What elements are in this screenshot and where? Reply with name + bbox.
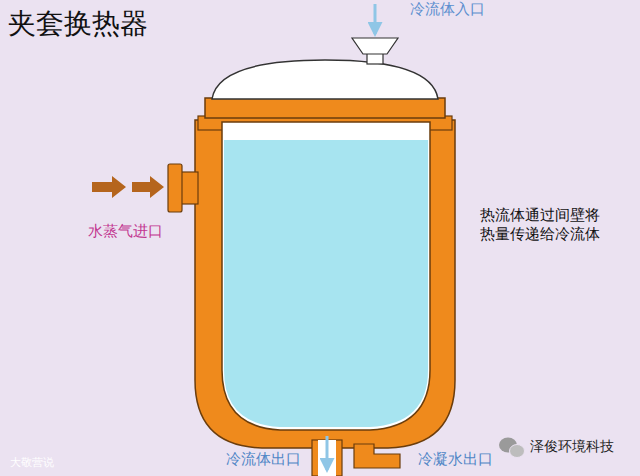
inlet-label: 冷流体入口 — [410, 0, 485, 19]
inner-vessel — [222, 122, 430, 430]
title: 夹套换热器 — [8, 6, 148, 41]
wechat-icon — [510, 445, 525, 458]
lid — [212, 60, 438, 99]
condensate-outlet — [354, 444, 400, 468]
watermark: 泽俊环境科技 — [530, 438, 614, 456]
outlet-arrow — [326, 436, 329, 470]
steam-nozzle — [180, 172, 198, 204]
liquid — [224, 140, 428, 427]
outlet-label: 冷流体出口 — [226, 450, 301, 469]
steam-arrow — [132, 176, 164, 198]
jacket — [195, 120, 455, 448]
steam-nozzle-flange — [168, 164, 182, 212]
steam-label: 水蒸气进口 — [88, 222, 163, 241]
watermark: 大敬营说 — [10, 456, 54, 470]
note: 热流体通过间壁将热量传递给冷流体 — [480, 206, 600, 244]
inlet-arrow — [374, 4, 377, 34]
condensate-label: 冷凝水出口 — [418, 450, 493, 469]
top-flange — [205, 98, 445, 118]
steam-arrow — [92, 176, 126, 198]
inlet-funnel — [352, 38, 398, 54]
